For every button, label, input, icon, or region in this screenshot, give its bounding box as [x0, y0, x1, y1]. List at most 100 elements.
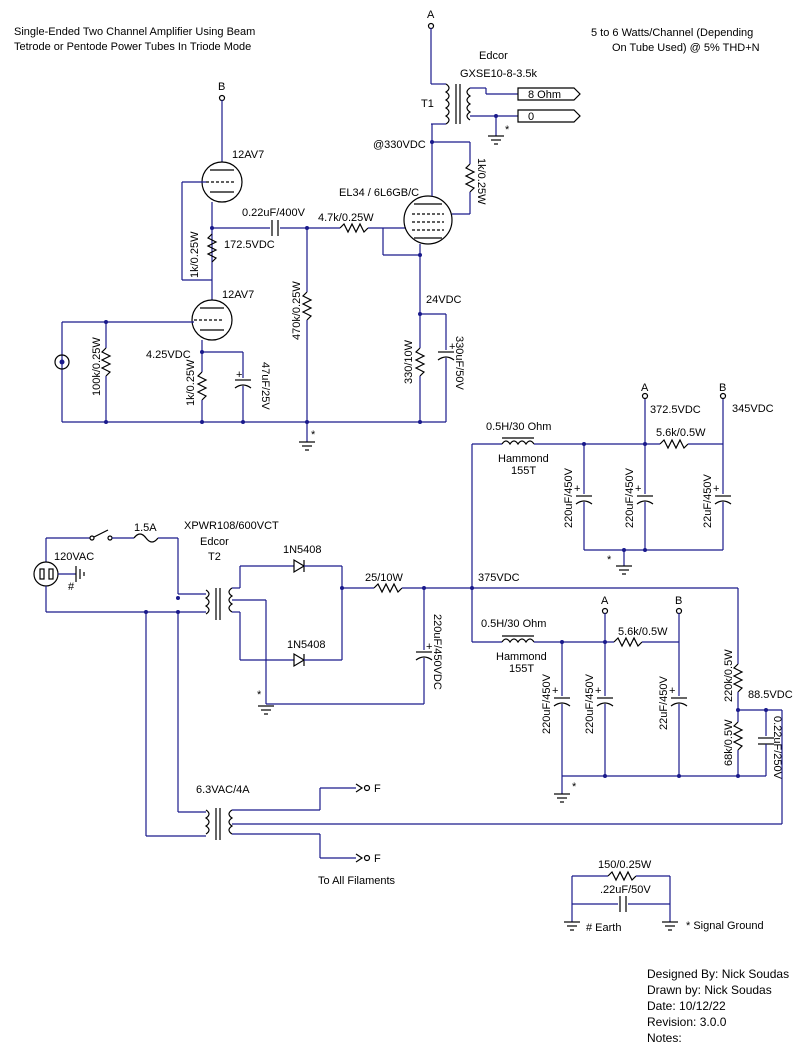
hammond1-label: Hammond: [498, 453, 549, 465]
v-885-label: 88.5VDC: [748, 689, 793, 701]
power-tube-icon: [403, 195, 453, 245]
resistor-56k-lower-icon: [613, 636, 643, 648]
signal-legend: * Signal Ground: [686, 920, 764, 932]
credits-revision: Revision: 3.0.0: [647, 1015, 727, 1029]
tube2-label: 12AV7: [222, 289, 254, 301]
c3-plus: +: [713, 483, 719, 495]
amp-node-a: A: [427, 9, 435, 21]
resistor-330-icon: [414, 347, 426, 377]
signal-ground-legend-icon: [662, 921, 678, 931]
r-1k-plate-label: 1k/0.25W: [475, 158, 487, 205]
amp-ground-star: *: [311, 429, 316, 441]
r-68k-label: 68k/0.5W: [723, 719, 735, 766]
amp-node-b: B: [218, 81, 225, 93]
cap-330-label: 330uF/50V: [453, 336, 465, 390]
earth-ground-legend-icon: [564, 921, 580, 931]
tube-12av7-upper-icon: [201, 161, 243, 203]
title-line-2: Tetrode or Pentode Power Tubes In Triode…: [14, 41, 251, 53]
cap-47-label: 47uF/25V: [259, 362, 271, 410]
r-56k1-label: 5.6k/0.5W: [656, 427, 706, 439]
output-transformer-icon: [444, 83, 472, 125]
heater-transformer-icon: [204, 808, 234, 840]
r-47k-label: 4.7k/0.25W: [318, 212, 374, 224]
credits-notes: Notes:: [647, 1031, 682, 1045]
output-0-tag: [517, 109, 581, 123]
v-172-label: 172.5VDC: [224, 239, 275, 251]
node-a-terminal-icon: [427, 22, 435, 30]
hammond2-label: Hammond: [496, 651, 547, 663]
psu-node-b2: B: [675, 595, 682, 607]
diode-1-icon: [293, 558, 306, 574]
spec-line-2: On Tube Used) @ 5% THD+N: [612, 42, 760, 54]
ot-ground-star: *: [505, 124, 510, 136]
filaments-label: To All Filaments: [318, 875, 396, 887]
cap-47-plus: +: [236, 369, 242, 381]
r-56k2-label: 5.6k/0.5W: [618, 626, 668, 638]
tube1-label: 12AV7: [232, 149, 264, 161]
c5-plus: +: [595, 685, 601, 697]
psu-node-a: A: [641, 382, 649, 394]
mains-plug-icon: [33, 561, 59, 587]
choke1-label: 0.5H/30 Ohm: [486, 421, 551, 433]
c4-plus: +: [552, 685, 558, 697]
d1-label: 1N5408: [283, 544, 322, 556]
resistor-100k-icon: [100, 347, 112, 377]
choke-upper-icon: [501, 440, 535, 446]
cap-main-label: 220uF/450VDC: [431, 614, 443, 690]
resistor-470k-icon: [301, 291, 313, 321]
signal-ground-ot-icon: [488, 135, 504, 145]
output-8ohm-tag: [517, 87, 581, 101]
v-425-label: 4.25VDC: [146, 349, 191, 361]
r-330-label: 330/10W: [403, 339, 415, 384]
ot-model-label: GXSE10-8-3.5k: [460, 68, 538, 80]
heater-label: 6.3VAC/4A: [196, 784, 250, 796]
signal-ground-psu-upper-icon: [616, 565, 632, 575]
power-transformer-icon: [204, 587, 234, 620]
resistor-68k-icon: [732, 721, 744, 751]
r-1k-label: 1k/0.25W: [189, 231, 201, 278]
earth-hash: #: [68, 581, 75, 593]
psu-node-b: B: [719, 382, 726, 394]
out-0-label: 0: [528, 111, 534, 123]
signal-ground-rect-icon: [258, 705, 274, 715]
vac-label: 120VAC: [54, 551, 94, 563]
xfmr-edcor: Edcor: [200, 536, 229, 548]
psu-upper-star: *: [607, 554, 612, 566]
c6-plus: +: [669, 685, 675, 697]
r-220k-label: 220k/0.5W: [723, 649, 735, 702]
tube-12av7-lower-icon: [191, 299, 233, 341]
signal-ground-psu-lower-icon: [554, 793, 570, 803]
out-8-label: 8 Ohm: [528, 89, 561, 101]
credits-drawn: Drawn by: Nick Soudas: [647, 983, 772, 997]
power-tube-label: EL34 / 6L6GB/C: [339, 187, 419, 199]
c3-label: 22uF/450V: [702, 474, 714, 528]
credits-designed: Designed By: Nick Soudas: [647, 967, 789, 981]
signal-ground-amp-icon: [299, 441, 315, 451]
r-150-label: 150/0.25W: [598, 859, 652, 871]
resistor-150-icon: [607, 870, 637, 882]
resistor-220k-icon: [732, 663, 744, 693]
c6-label: 22uF/450V: [658, 676, 670, 730]
cap-main-plus: +: [426, 641, 432, 653]
spec-line-1: 5 to 6 Watts/Channel (Depending: [591, 27, 753, 39]
m155t1-label: 155T: [511, 465, 536, 477]
c2-label: 220uF/450V: [624, 467, 636, 528]
input-jack-icon: [54, 354, 70, 370]
v-3725-label: 372.5VDC: [650, 404, 701, 416]
edcor-label: Edcor: [479, 50, 508, 62]
resistor-1k-plate-icon: [464, 163, 476, 193]
c1-label: 220uF/450V: [563, 467, 575, 528]
rect-ground-star: *: [257, 689, 262, 701]
power-switch-icon: [89, 529, 113, 541]
t2-label: T2: [208, 551, 221, 563]
r-100k-label: 100k/0.25W: [91, 337, 103, 396]
c5-label: 220uF/450V: [584, 673, 596, 734]
v-375-label: 375VDC: [478, 572, 520, 584]
cap-022-label: 0.22uF/400V: [242, 207, 306, 219]
resistor-47k-icon: [339, 222, 369, 234]
fuse-icon: [133, 533, 159, 543]
node-b-terminal-icon: [218, 94, 226, 102]
resistor-56k-upper-icon: [659, 438, 689, 450]
psu-node-a2: A: [601, 595, 609, 607]
c1-plus: +: [574, 483, 580, 495]
